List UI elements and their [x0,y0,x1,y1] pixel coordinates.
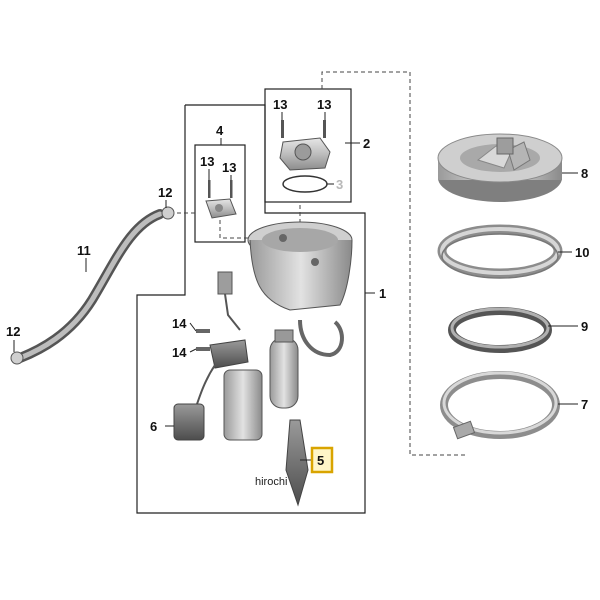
callout-3[interactable]: 3 [336,177,343,192]
assembly-frame-4 [194,144,246,243]
leader-lines [13,112,578,461]
callout-5[interactable]: 5 [317,453,324,468]
assembly-frame-2 [264,88,352,203]
flange-part-2 [279,120,331,171]
seal-ring-part-9 [448,307,552,353]
callout-1[interactable]: 1 [379,286,386,301]
fuel-hose-part-11 [15,209,165,363]
screw-part-14-lower [196,347,210,351]
o-ring-part-3 [282,175,328,193]
callout-8[interactable]: 8 [581,166,588,181]
pump-housing-part-1 [194,221,353,441]
callout-13-d[interactable]: 13 [222,160,236,175]
callout-14-lower[interactable]: 14 [172,345,187,360]
callout-12-upper[interactable]: 12 [158,185,172,200]
ring-nut-part-8 [437,133,563,202]
screw-part-14-upper [196,329,210,333]
callout-13-b[interactable]: 13 [317,97,331,112]
callout-13-a[interactable]: 13 [273,97,287,112]
callout-10[interactable]: 10 [575,245,589,260]
hose-clamp-part-12-upper [161,206,175,220]
dashed-guide-sensor [219,220,265,239]
highlight-box [310,446,334,474]
callout-11[interactable]: 11 [77,243,91,258]
callout-4[interactable]: 4 [216,123,224,138]
callout-12-lower[interactable]: 12 [6,324,20,339]
callout-7[interactable]: 7 [581,397,588,412]
hose-clamp-part-12-lower [10,351,24,365]
watermark-text: hirochi [255,476,287,488]
callout-9[interactable]: 9 [581,319,588,334]
filter-part-5 [285,419,309,507]
dashed-guide-line [321,71,465,456]
callout-labels: 1 2 3 4 5 6 7 8 9 10 11 12 12 13 13 13 1… [6,97,589,468]
clamp-ring-part-7 [440,371,560,440]
callout-2[interactable]: 2 [363,136,370,151]
connector-part-6 [173,403,205,441]
retaining-ring-part-10 [437,224,563,279]
callout-6[interactable]: 6 [150,419,157,434]
sensor-part-4 [205,180,237,219]
callout-14-upper[interactable]: 14 [172,316,187,331]
callout-13-c[interactable]: 13 [200,154,214,169]
